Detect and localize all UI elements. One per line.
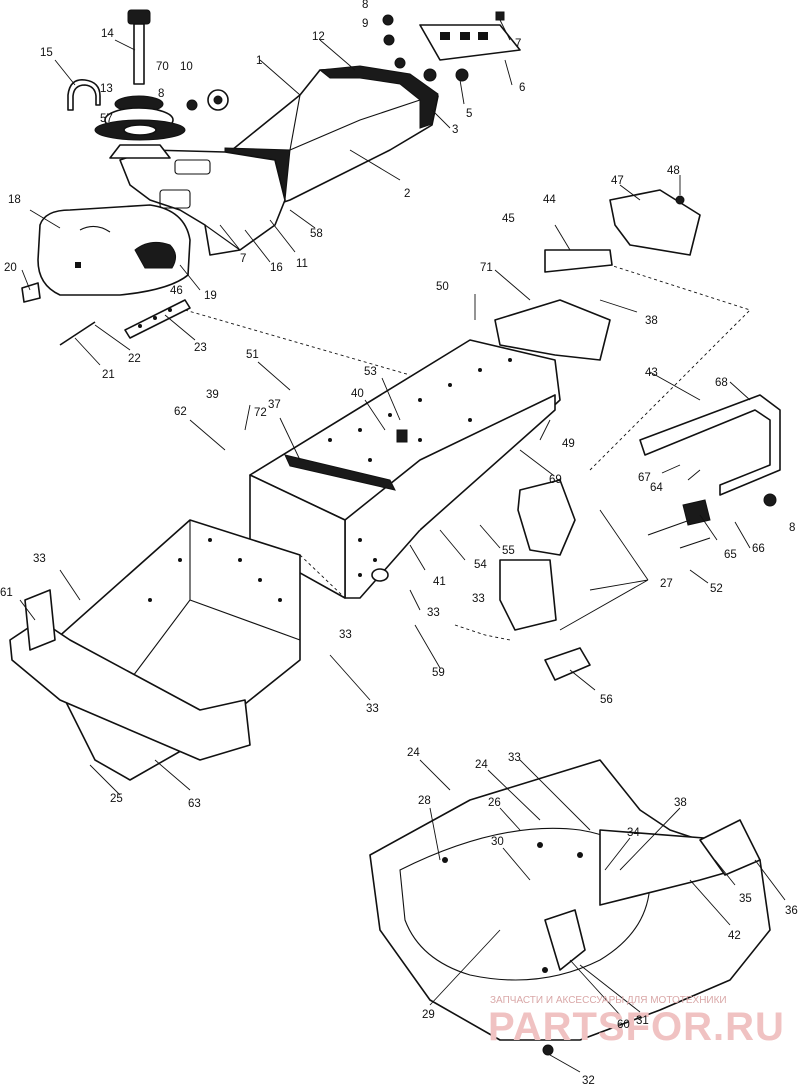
callout-24a: 24 [407, 747, 420, 759]
callout-51: 51 [246, 349, 259, 361]
rear-bumper-and-brackets [494, 189, 781, 681]
callout-62: 62 [174, 406, 187, 418]
callout-8a: 8 [158, 88, 164, 100]
callout-48: 48 [667, 165, 680, 177]
callout-8c: 8 [789, 522, 795, 534]
callout-18: 18 [8, 194, 21, 206]
chassis-tunnel [249, 339, 561, 599]
callout-21: 21 [102, 369, 115, 381]
callout-53: 53 [364, 366, 377, 378]
callout-26: 26 [488, 797, 501, 809]
callout-7a: 7 [515, 38, 521, 50]
callout-34: 34 [627, 827, 640, 839]
callout-7b: 7 [240, 253, 246, 265]
callout-56: 56 [600, 694, 613, 706]
watermark-logo: PARTSFOR.RU [488, 1005, 785, 1049]
callout-42: 42 [728, 930, 741, 942]
oil-tank [21, 204, 191, 303]
callout-33e: 33 [33, 553, 46, 565]
callout-27: 27 [660, 578, 673, 590]
callout-5: 5 [466, 108, 472, 120]
callout-8b: 8 [362, 0, 368, 11]
callout-33c: 33 [339, 629, 352, 641]
callout-6: 6 [519, 82, 525, 94]
callout-45: 45 [502, 213, 515, 225]
callout-20: 20 [4, 262, 17, 274]
callout-49: 49 [562, 438, 575, 450]
callout-9: 9 [362, 18, 368, 30]
callout-31: 31 [636, 1015, 649, 1027]
callout-68: 68 [715, 377, 728, 389]
callout-64: 64 [650, 482, 663, 494]
callout-29: 29 [422, 1009, 435, 1021]
callout-57: 57 [100, 113, 113, 125]
leader-lines [19, 19, 786, 1073]
callout-38a: 38 [645, 315, 658, 327]
callout-15: 15 [40, 47, 53, 59]
callout-13: 13 [100, 83, 113, 95]
callout-33b: 33 [427, 607, 440, 619]
assembly-lines [184, 264, 751, 641]
callout-66: 66 [752, 543, 765, 555]
callout-33d: 33 [366, 703, 379, 715]
callout-54: 54 [474, 559, 487, 571]
callout-43: 43 [645, 367, 658, 379]
callout-38b: 38 [674, 797, 687, 809]
rear-seat-hardware [186, 11, 521, 111]
callout-50: 50 [436, 281, 449, 293]
callout-25: 25 [110, 793, 123, 805]
callout-1: 1 [256, 55, 262, 67]
callout-63: 63 [188, 798, 201, 810]
callout-36: 36 [785, 905, 798, 917]
callout-32: 32 [582, 1075, 595, 1087]
callout-69: 69 [549, 474, 562, 486]
hood-nose-pan [369, 759, 771, 1056]
callout-35: 35 [739, 893, 752, 905]
front-belly-pan [9, 519, 301, 781]
callout-37: 37 [268, 399, 281, 411]
callout-24b: 24 [475, 759, 488, 771]
callout-47: 47 [611, 175, 624, 187]
callout-46: 46 [170, 285, 183, 297]
fuel-cap-assembly [94, 9, 186, 159]
callout-58: 58 [310, 228, 323, 240]
callout-60: 60 [617, 1019, 630, 1031]
callout-52: 52 [710, 583, 723, 595]
callout-16: 16 [270, 262, 283, 274]
callout-44: 44 [543, 194, 556, 206]
watermark-caption: ЗАПЧАСТИ И АКСЕССУАРЫ ДЛЯ МОТОТЕХНИКИ [490, 995, 727, 1006]
callout-22: 22 [128, 353, 141, 365]
callout-65: 65 [724, 549, 737, 561]
callout-11: 11 [296, 258, 308, 270]
callout-33f: 33 [508, 752, 521, 764]
callout-55: 55 [502, 545, 515, 557]
callout-59: 59 [432, 667, 445, 679]
callout-28: 28 [418, 795, 431, 807]
callout-67: 67 [638, 472, 651, 484]
callout-14: 14 [101, 28, 114, 40]
callout-12: 12 [312, 31, 325, 43]
watermark: ЗАПЧАСТИ И АКСЕССУАРЫ ДЛЯ МОТОТЕХНИКИ PA… [488, 995, 785, 1049]
callout-41: 41 [433, 576, 446, 588]
callout-39: 39 [206, 389, 219, 401]
callout-3: 3 [452, 124, 458, 136]
callout-19: 19 [204, 290, 217, 302]
callout-72: 72 [254, 407, 267, 419]
callout-40: 40 [351, 388, 364, 400]
callout-71: 71 [480, 262, 493, 274]
vent-hose [67, 78, 101, 111]
callout-10: 10 [180, 61, 193, 73]
callout-61: 61 [0, 587, 13, 599]
callout-2: 2 [404, 188, 410, 200]
callout-33a: 33 [472, 593, 485, 605]
callout-30: 30 [491, 836, 504, 848]
tank-strap-hardware [59, 299, 191, 346]
callout-70: 70 [156, 61, 169, 73]
callout-23: 23 [194, 342, 207, 354]
